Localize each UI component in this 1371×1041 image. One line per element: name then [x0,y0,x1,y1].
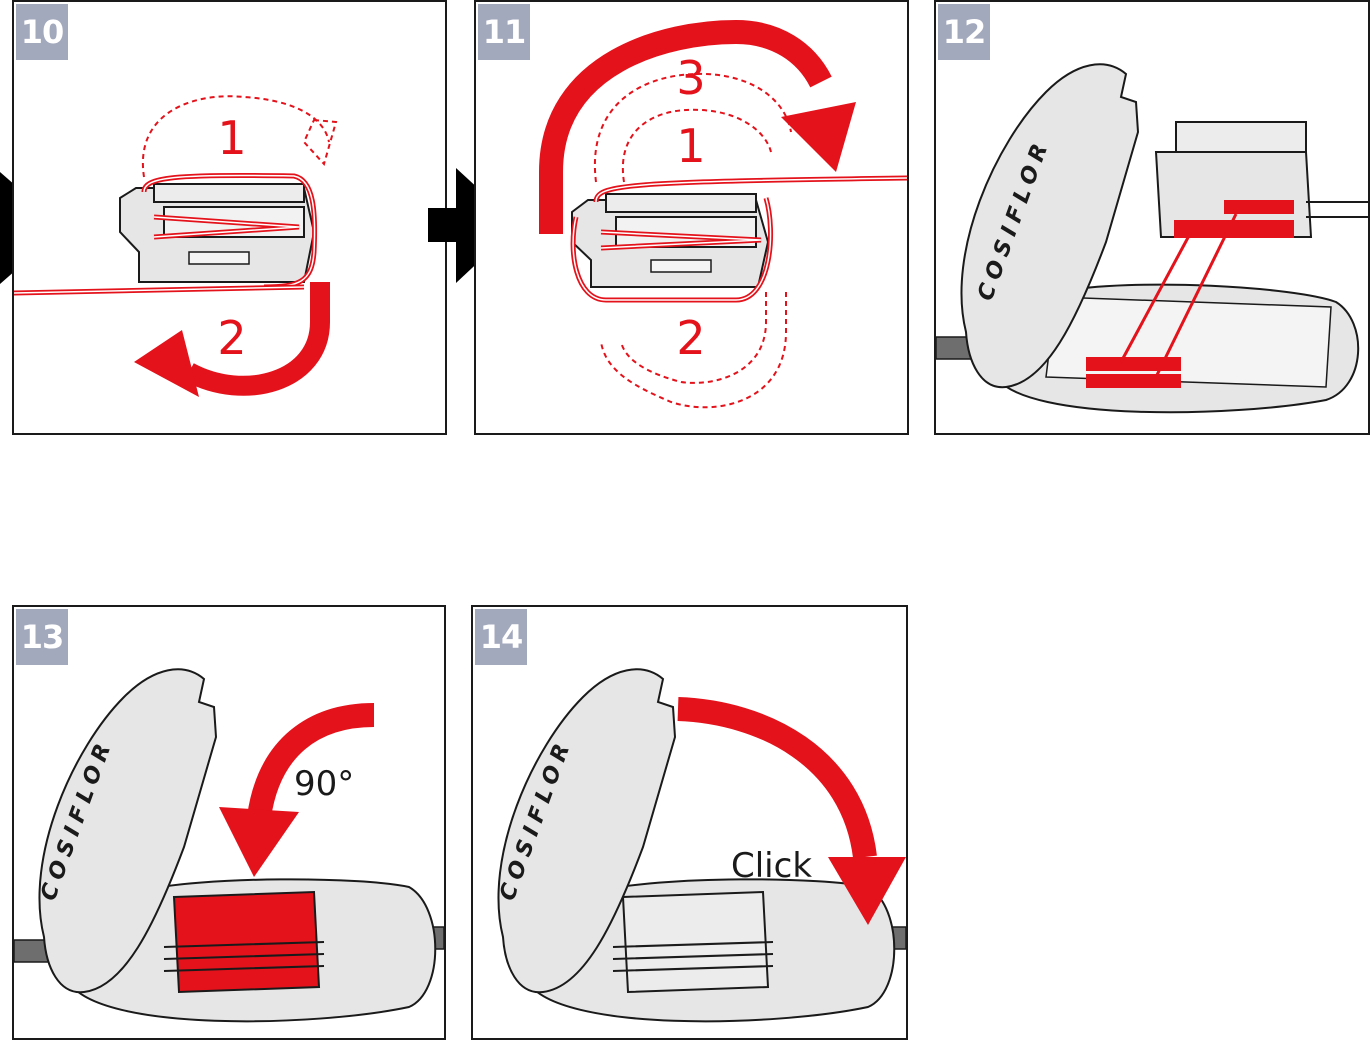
dashed-arrow-head-1 [302,118,338,167]
step-12-illustration: COSIFLOR [936,63,1368,414]
dashed-rotate-arrow-1 [141,95,330,178]
step-14-panel: 14 COSIFLOR Click [471,605,908,1040]
close-lid-arrow [677,697,877,859]
step-10-label-2: 2 [217,311,246,365]
step-10-panel: 10 1 2 [12,0,447,435]
step-13-panel: 13 COSIFLOR 90° [12,605,446,1040]
step-11-badge: 11 [478,4,530,60]
step-11-label-3: 3 [676,51,705,105]
step-14-badge: 14 [475,609,527,665]
step-12-badge: 12 [938,4,990,60]
solid-arrow-head-3 [781,102,856,172]
step-14-action: Click [731,846,812,886]
solid-arrow-head-2 [134,330,199,397]
solid-rotate-arrow-2 [184,282,330,396]
step-12-panel: 12 COSIFLOR [934,0,1370,435]
rotate-90-arrow [247,703,375,819]
step-10-badge: 10 [16,4,68,60]
housing-lid [497,668,677,994]
step-13-illustration: COSIFLOR 90° [14,668,444,1023]
step-13-angle: 90° [294,764,354,804]
housing-lid [960,63,1140,389]
insert-arrow-2 [1154,213,1238,378]
step-11-label-1: 1 [676,119,705,173]
rotate-90-arrow-head [219,807,299,877]
step-13-badge: 13 [16,609,68,665]
step-10-label-1: 1 [217,111,246,165]
step-10-illustration: 1 2 [14,95,338,397]
insert-arrow-1 [1119,231,1193,363]
step-14-illustration: COSIFLOR Click [495,668,906,1023]
close-lid-arrow-head [828,857,906,925]
step-11-label-2: 2 [676,311,705,365]
step-11-panel: 11 3 1 2 [474,0,909,435]
step-11-illustration: 3 1 2 [539,19,907,409]
solid-rotate-arrow-3 [539,19,832,234]
housing-lid [38,668,218,994]
